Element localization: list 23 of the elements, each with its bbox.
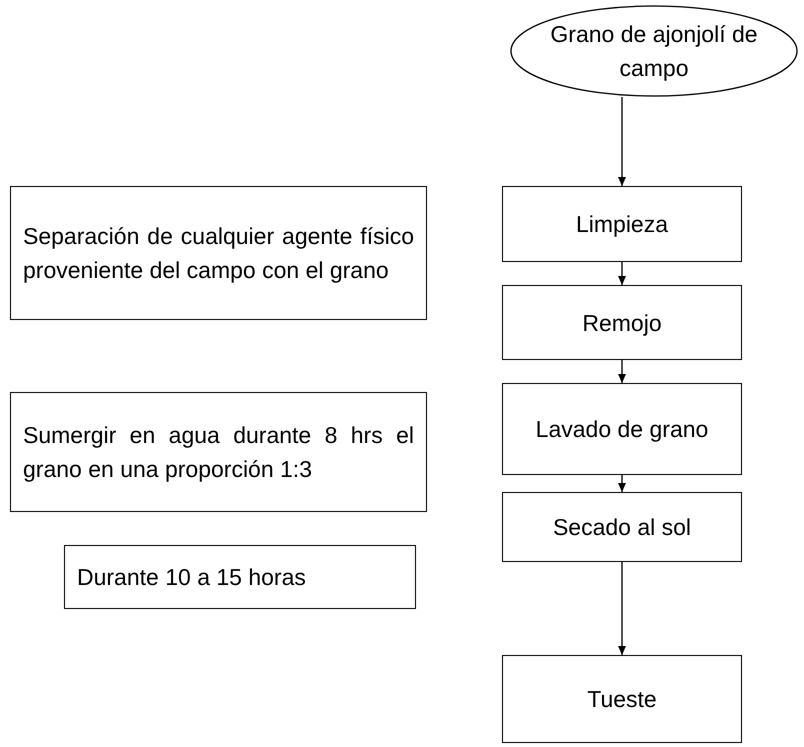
node-text: Lavado de grano (534, 415, 710, 444)
node-text: Remojo (581, 308, 663, 338)
node-text: Durante 10 a 15 horas (77, 563, 307, 592)
process-box (502, 492, 742, 562)
start-ellipse (510, 5, 798, 97)
node-text: Separación de cualquier agente físico proveniente del campo con el grano (23, 222, 414, 285)
node-text: Sumergir en agua durante 8 hrs el grano en una proporción 1:3 (23, 421, 414, 484)
arrow (618, 475, 626, 492)
note-box (10, 392, 427, 512)
node-text: Limpieza (574, 210, 670, 239)
node-text: Secado al sol (552, 513, 692, 542)
process-box (502, 285, 742, 360)
process-box (502, 383, 742, 475)
process-box (502, 186, 742, 262)
arrow (618, 562, 626, 655)
note-box (64, 545, 416, 609)
note-box (10, 186, 427, 320)
arrow (618, 360, 626, 383)
node-text: Grano de ajonjolí de campo (549, 20, 759, 83)
arrow (618, 97, 626, 186)
node-text: Tueste (586, 685, 658, 714)
process-box (502, 655, 742, 743)
arrow (618, 262, 626, 285)
